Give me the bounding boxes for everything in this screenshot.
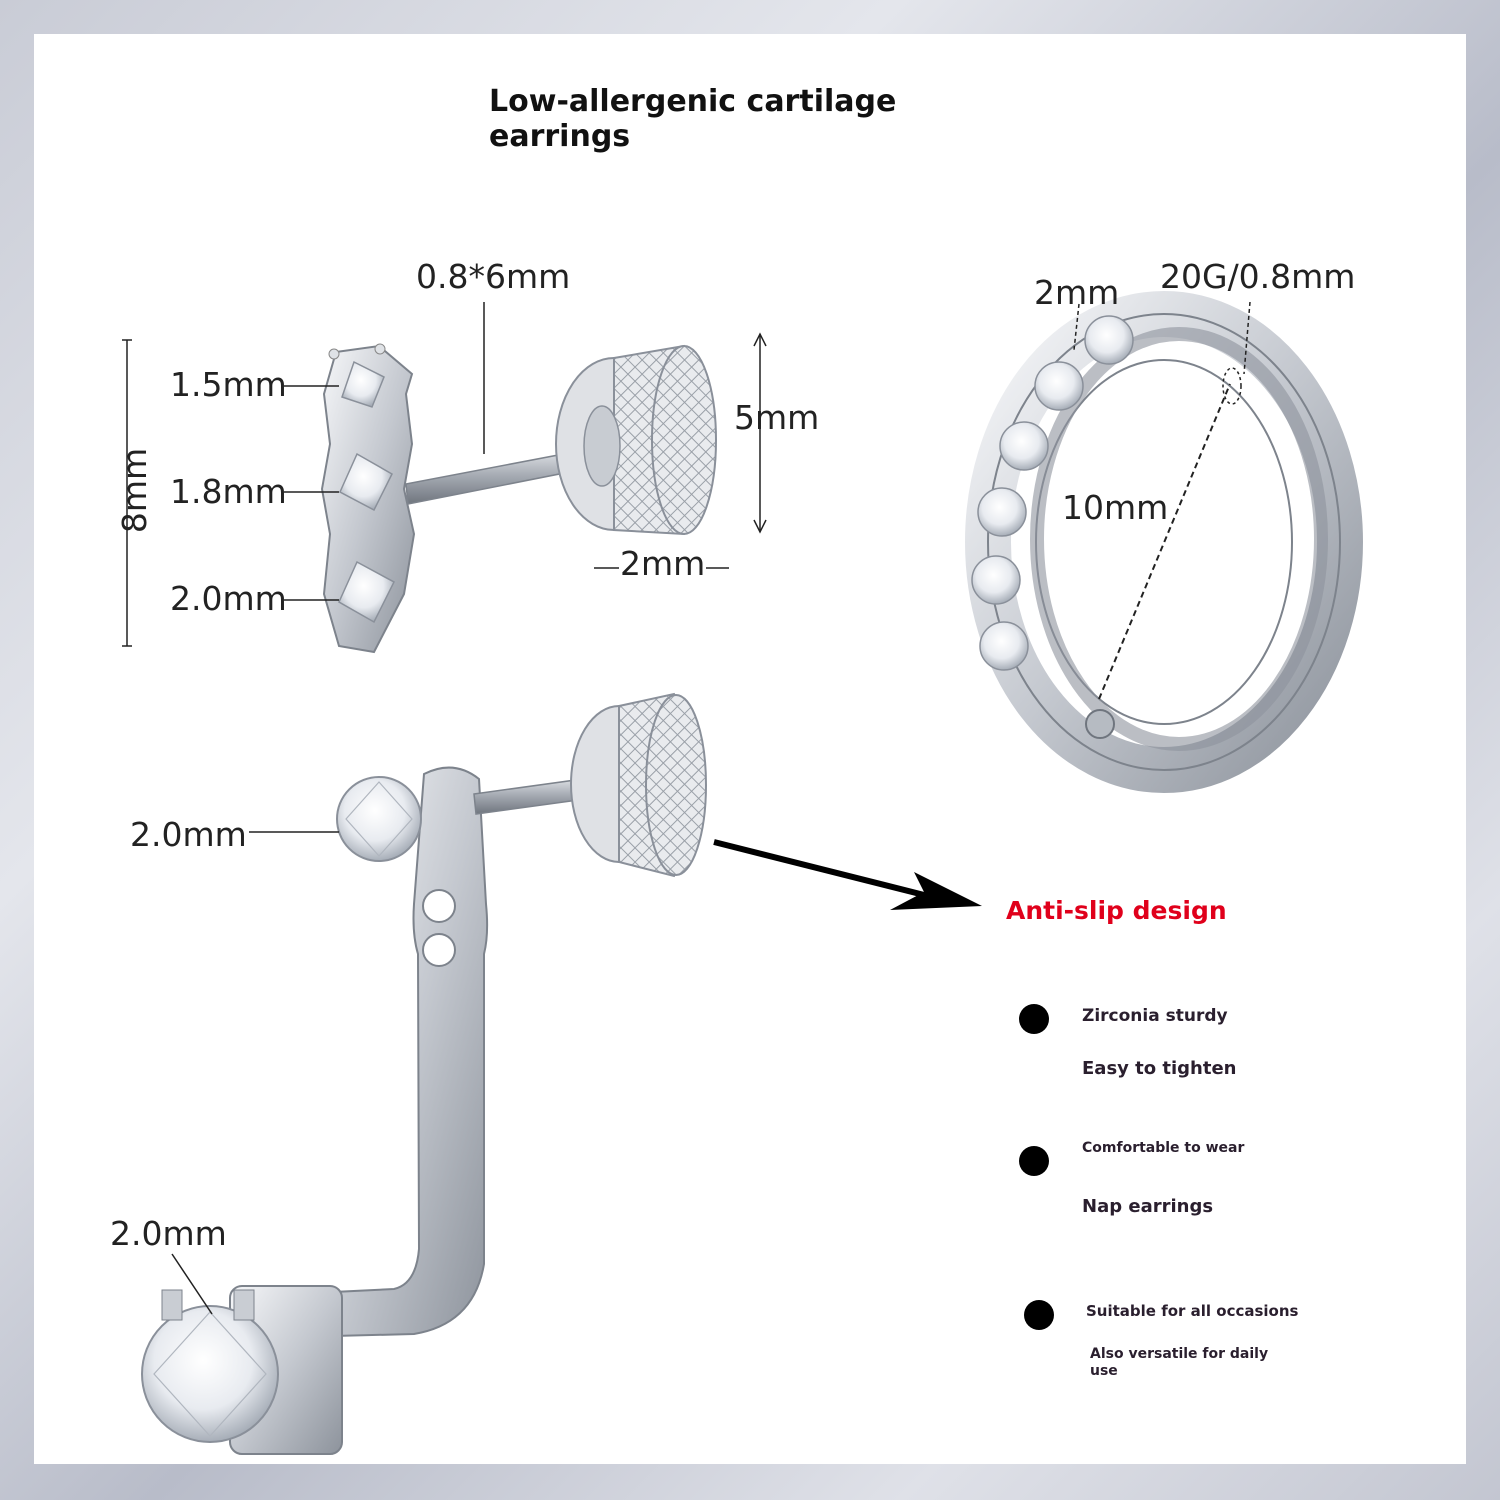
back-width-label: 2mm [620, 544, 706, 583]
hoop-gauge-label: 20G/0.8mm [1160, 257, 1356, 296]
bullet-dot-1 [1019, 1004, 1049, 1034]
hoop-earring [965, 291, 1363, 793]
jacket-dimension-lines [171, 831, 339, 1315]
feature-3-title: Suitable for all occasions [1086, 1302, 1299, 1320]
jacket-front-gem [336, 776, 422, 862]
callout-arrow [713, 839, 982, 910]
hoop-stone-label: 2mm [1034, 273, 1120, 312]
hoop-gems [971, 315, 1134, 671]
feature-2-title: Comfortable to wear [1082, 1140, 1245, 1156]
product-card: Low-allergenic cartilage earrings [34, 34, 1466, 1464]
stone-top-label: 1.5mm [170, 365, 287, 404]
gem-top [328, 343, 386, 408]
hoop-diameter-label: 10mm [1062, 488, 1169, 527]
stud-earring [320, 343, 717, 654]
page-title: Low-allergenic cartilage earrings [489, 84, 897, 154]
stone-mid-label: 1.8mm [170, 472, 287, 511]
jacket-front-stone-label: 2.0mm [130, 815, 247, 854]
stud-length-label: 8mm [115, 447, 155, 534]
bar-size-label: 0.8*6mm [416, 257, 571, 296]
stone-bottom-label: 2.0mm [170, 579, 287, 618]
feature-1-sub: Easy to tighten [1082, 1058, 1237, 1079]
back-height-label: 5mm [734, 398, 820, 437]
stud-dimension-lines [122, 302, 767, 647]
gem-mid [339, 452, 393, 512]
bullet-dot-2 [1019, 1146, 1049, 1176]
bullet-dot-3 [1024, 1300, 1054, 1330]
jacket-drop-gem [141, 1285, 343, 1455]
gem-bottom [338, 560, 395, 624]
feature-3-sub: Also versatile for daily use [1090, 1346, 1269, 1379]
jacket-drop-stone-label: 2.0mm [110, 1214, 227, 1253]
feature-2-sub: Nap earrings [1082, 1196, 1214, 1217]
anti-slip-callout: Anti-slip design [1006, 896, 1227, 925]
feature-1-title: Zirconia sturdy [1082, 1006, 1228, 1026]
ear-jacket [141, 692, 707, 1455]
product-illustration [122, 291, 1363, 1455]
